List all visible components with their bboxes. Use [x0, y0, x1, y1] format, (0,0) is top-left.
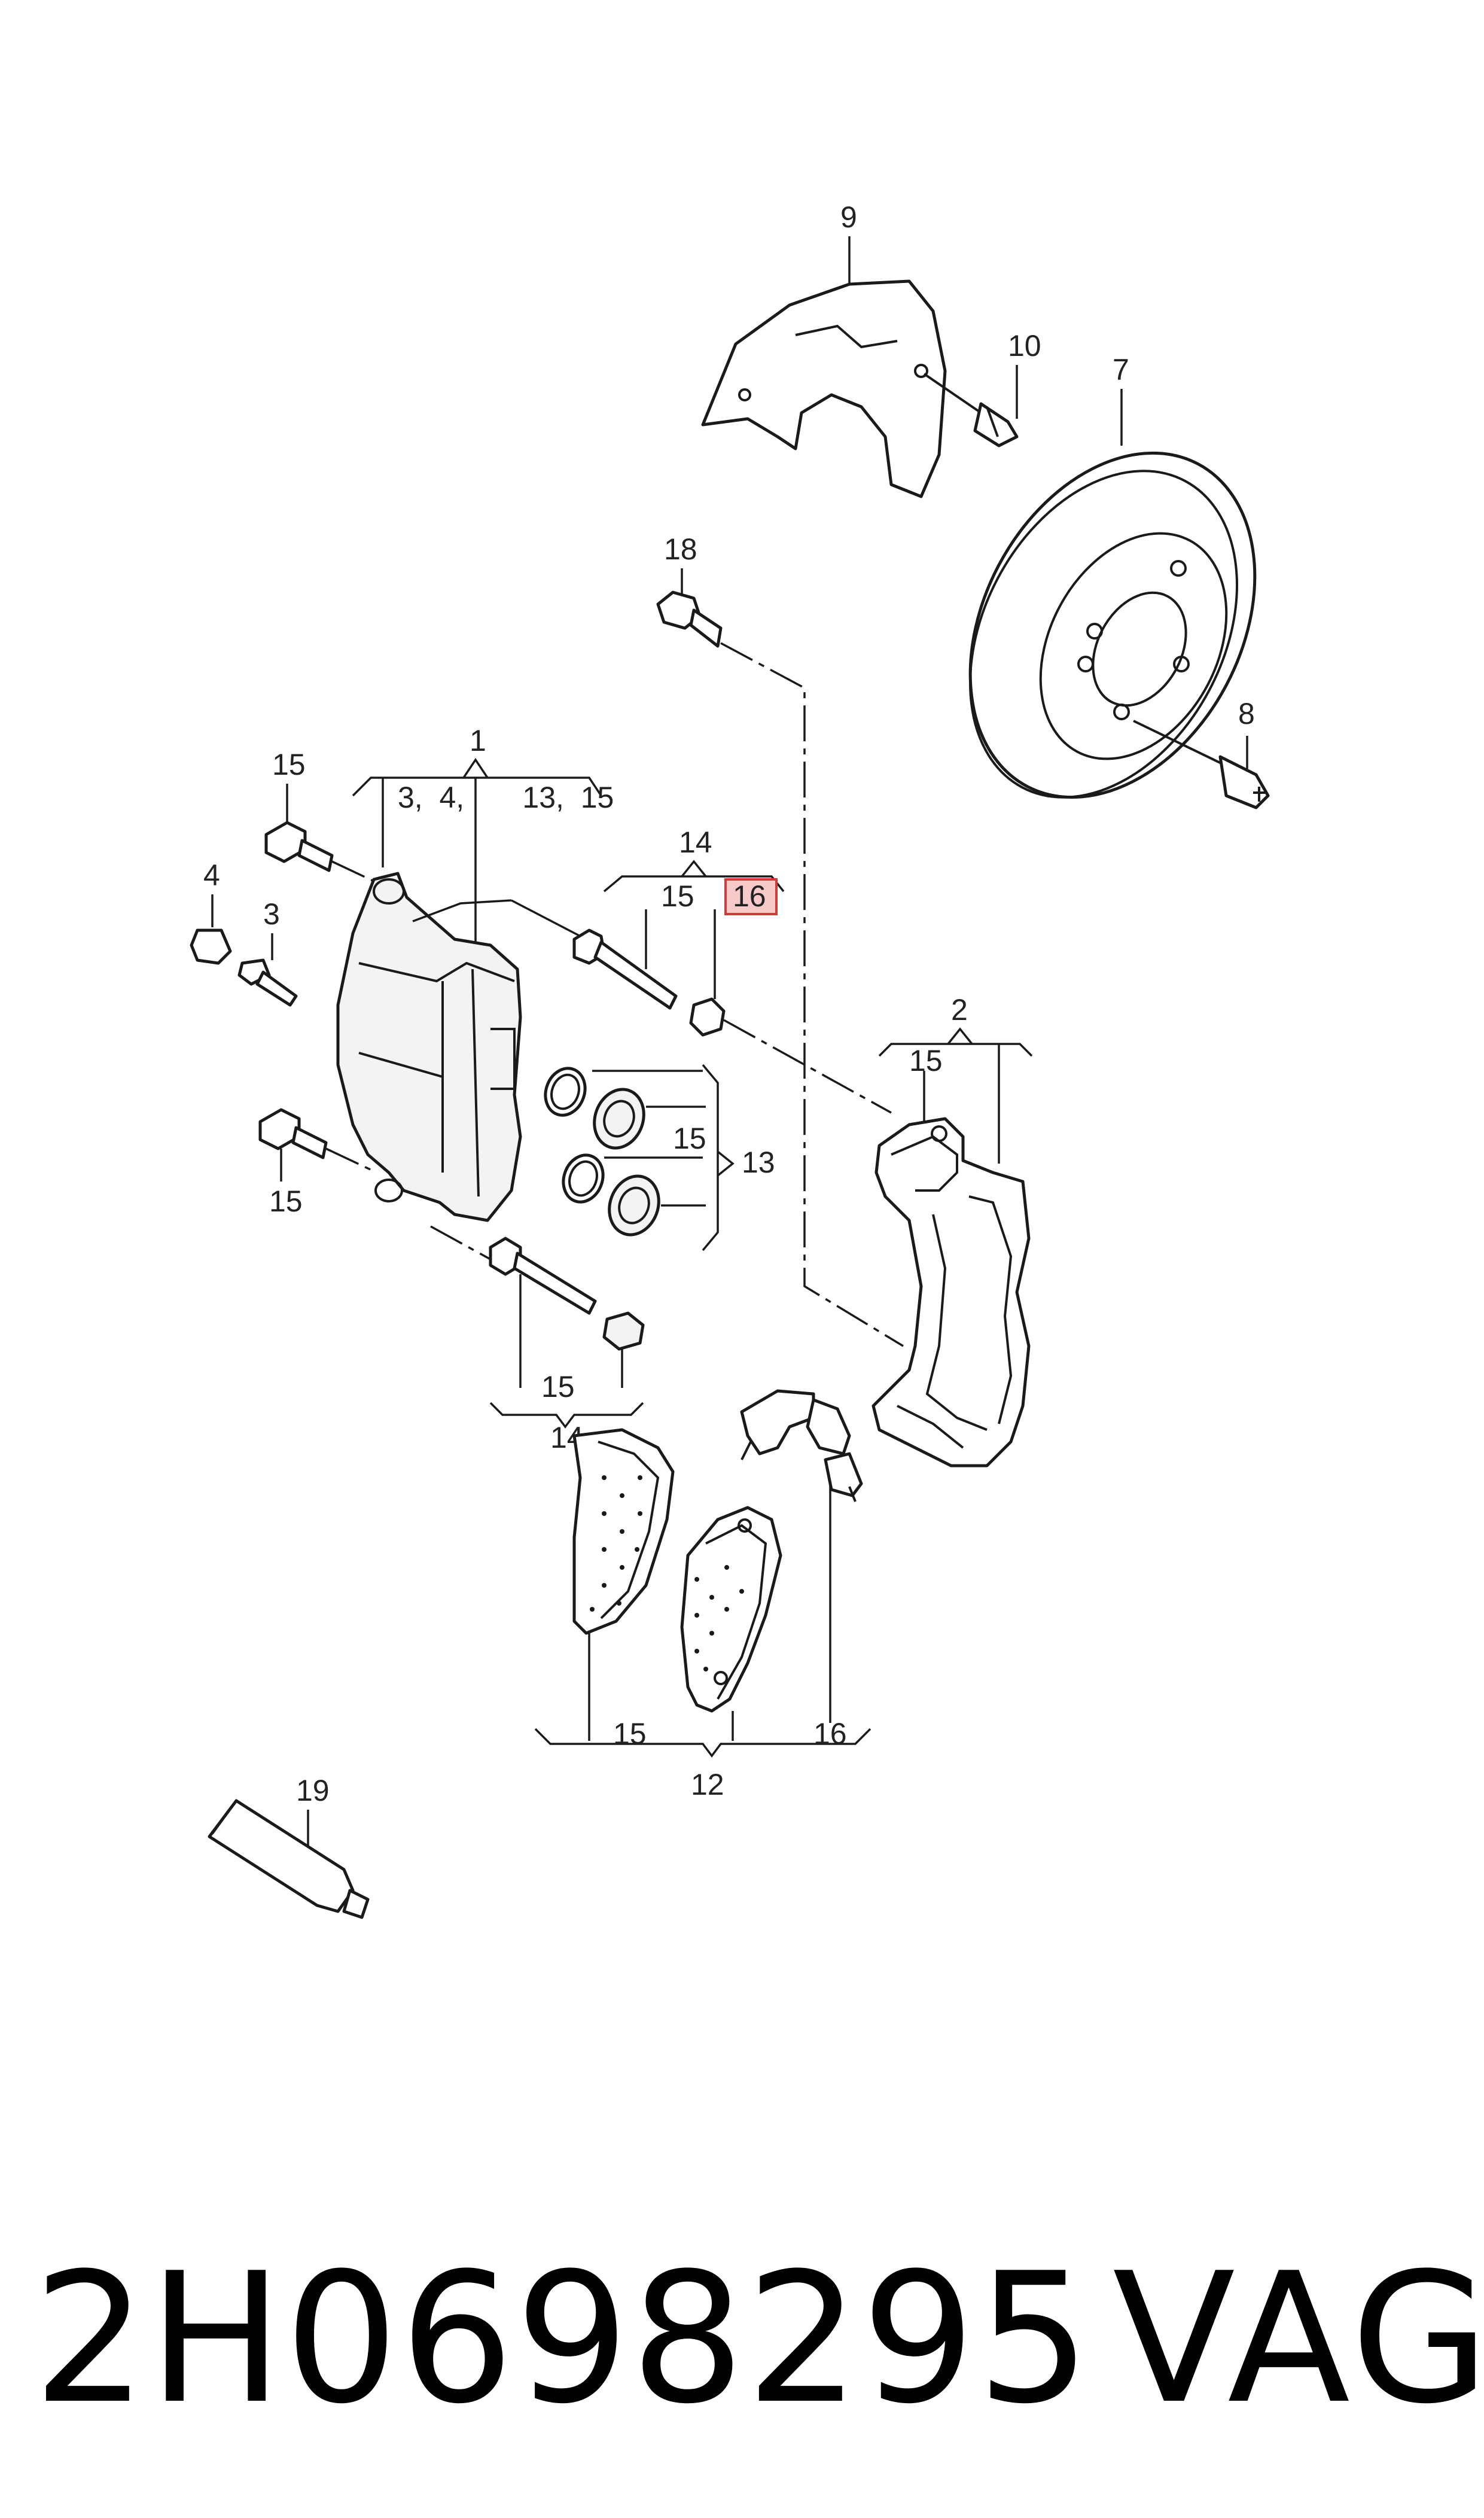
brake-disc-part: [968, 451, 1257, 799]
callout-13-15: 15: [673, 1122, 706, 1155]
guide-bolt-top-part: [264, 821, 383, 887]
callout-13: 13: [742, 1146, 775, 1179]
screw-8-part: [1133, 720, 1270, 809]
callout-1-references: 3, 4, 13, 15: [398, 781, 614, 814]
callout-15-bottom: 15: [269, 1185, 303, 1218]
callout-10: 10: [1008, 329, 1041, 363]
callout-14-top-16: 16: [733, 879, 766, 913]
dust-shield-part: [701, 279, 947, 498]
callout-7: 7: [1113, 353, 1129, 386]
callout-3: 3: [263, 897, 280, 931]
part-number-footer: 2H0698295 VAG: [0, 2225, 1484, 2477]
callout-12-16: 16: [813, 1717, 847, 1750]
grease-tube-part: [208, 1799, 370, 1919]
callout-14-top: 14: [679, 826, 712, 859]
callout-1: 1: [470, 724, 486, 757]
callout-16-highlight: [724, 878, 778, 915]
part-number: 2H0698295: [33, 2234, 1092, 2443]
callout-15-top: 15: [272, 748, 306, 781]
callout-2-15: 15: [909, 1044, 943, 1077]
callout-19: 19: [296, 1774, 330, 1807]
exploded-brake-diagram: 9 10 7 8 18 1 3, 4, 13,: [190, 200, 1270, 1919]
brake-caliper-part: [336, 872, 522, 1222]
callout-8: 8: [1238, 697, 1255, 730]
caliper-carrier-part: [871, 1117, 1031, 1467]
cap-4-part: [190, 928, 232, 965]
callout-12: 12: [691, 1768, 724, 1801]
guide-pin-upper-part: [572, 928, 892, 1114]
callout-2: 2: [951, 993, 968, 1027]
guide-bolt-bottom-part: [258, 1108, 377, 1174]
pad-spring-clips-part: [740, 1389, 863, 1502]
bolt-18-part: [656, 590, 723, 648]
callout-14-bottom-15: 15: [541, 1370, 575, 1403]
callout-12-15: 15: [613, 1717, 647, 1750]
piston-seal-set-part: [544, 1067, 660, 1237]
brake-pad-inner-part: [572, 1428, 675, 1635]
guide-pin-lower-part: [430, 1225, 645, 1351]
callout-18: 18: [664, 532, 697, 566]
callout-4: 4: [203, 858, 220, 892]
callout-9: 9: [840, 200, 857, 234]
brake-pad-outer-part: [680, 1506, 782, 1713]
callout-14-top-15: 15: [661, 879, 694, 913]
brand-label: VAG: [1113, 2234, 1484, 2443]
bolt-10-part: [923, 373, 1019, 447]
bleeder-screw-part: [237, 958, 298, 1007]
